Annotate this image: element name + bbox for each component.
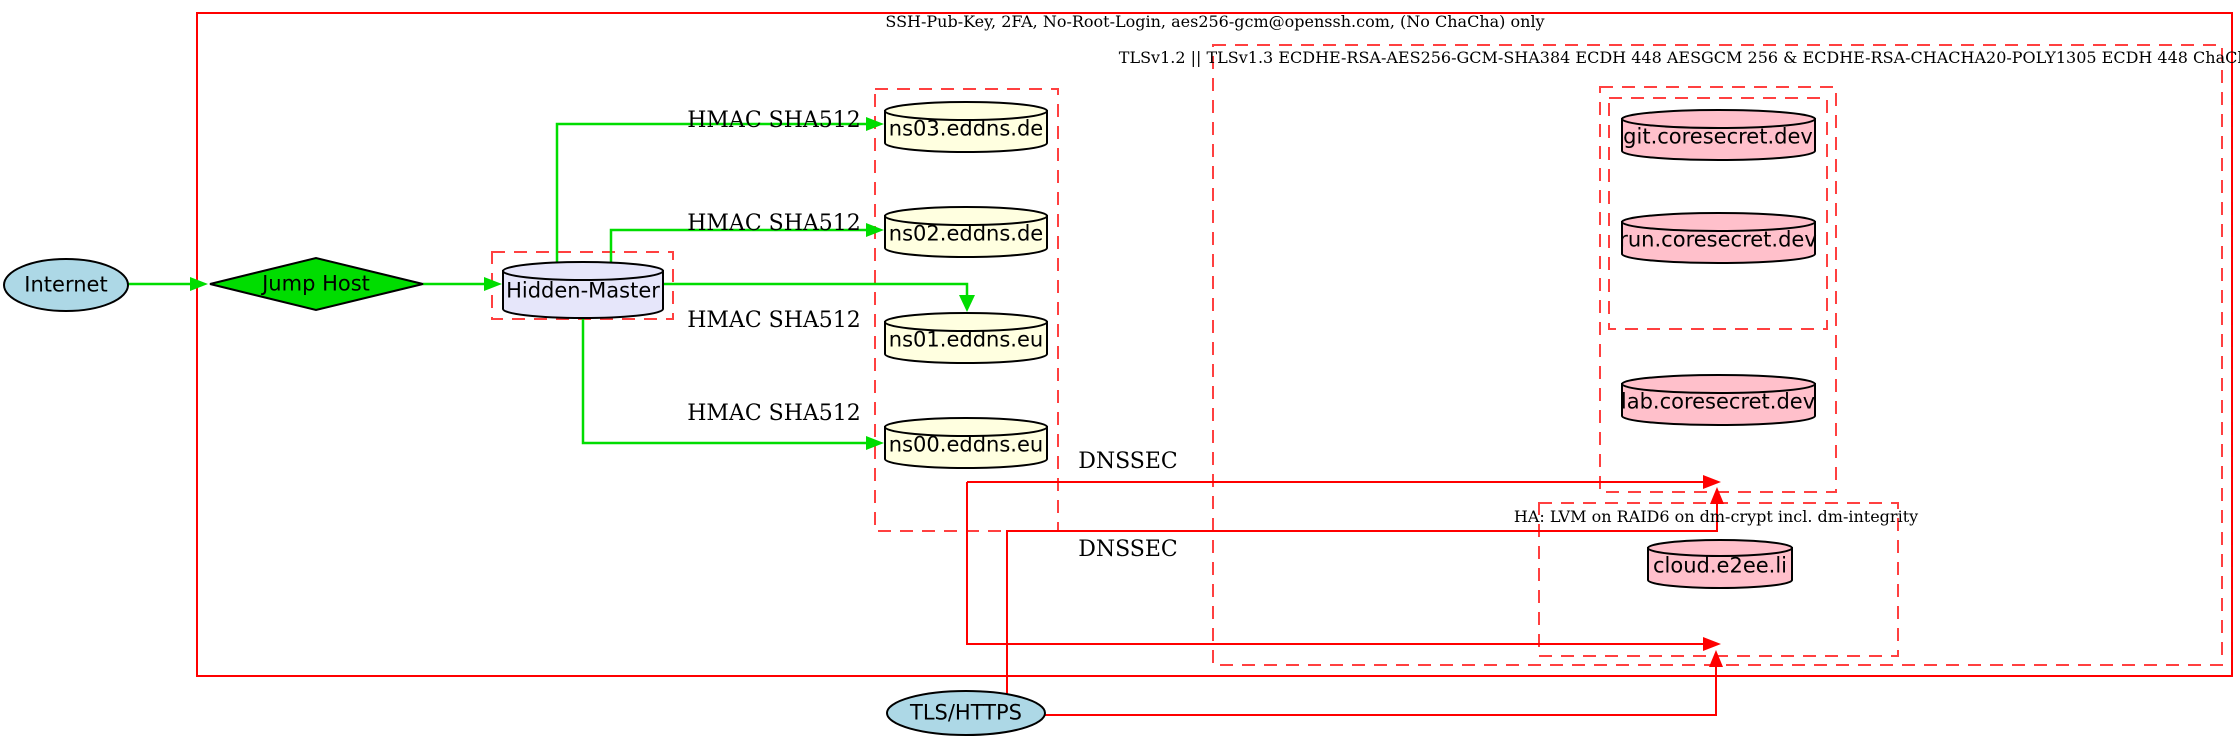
node-ns03-label: ns03.eddns.de <box>888 116 1044 141</box>
node-tls-https-label: TLS/HTTPS <box>909 700 1023 725</box>
arrowhead-hiddenmaster-ns01 <box>959 295 975 312</box>
node-ns02-top <box>884 206 1048 226</box>
edge-label-hmac-ns00: HMAC SHA512 <box>687 401 861 426</box>
cluster-tls-border <box>1212 44 2223 666</box>
arrowhead-internet-jumphost <box>190 277 208 291</box>
node-run-top <box>1621 212 1816 232</box>
arrowhead-tls-to-ha <box>1709 650 1723 667</box>
edge-tls-to-coresecret <box>1006 504 1718 694</box>
node-hidden-master-top <box>502 261 664 281</box>
node-cloud-top <box>1647 539 1793 557</box>
edge-label-hmac-ns02: HMAC SHA512 <box>687 211 861 236</box>
node-ns00-label: ns00.eddns.eu <box>888 432 1044 457</box>
node-ns01-top <box>884 312 1048 332</box>
edge-hiddenmaster-ns03 <box>555 122 866 262</box>
node-ns01-label: ns01.eddns.eu <box>888 327 1044 352</box>
arrowhead-tls-to-coresecret <box>1710 487 1724 504</box>
node-hidden-master <box>502 270 664 319</box>
edge-hiddenmaster-ns01 <box>663 282 969 295</box>
arrowhead-dnssec-upper <box>1703 475 1721 489</box>
node-git-top <box>1621 109 1816 129</box>
node-cloud-label: cloud.e2ee.li <box>1652 553 1788 578</box>
cluster-ssh-label: SSH-Pub-Key, 2FA, No-Root-Login, aes256-… <box>885 12 1545 31</box>
node-internet-label: Internet <box>24 272 108 297</box>
node-run-label: run.coresecret.dev <box>1619 227 1817 252</box>
node-lab-label: lab.coresecret.dev <box>1620 389 1816 414</box>
arrowhead-hiddenmaster-ns00 <box>866 436 884 450</box>
arrowhead-dnssec-lower <box>1703 637 1721 651</box>
node-ns00-top <box>884 417 1048 437</box>
node-git-label: git.coresecret.dev <box>1623 124 1813 149</box>
node-run <box>1621 221 1816 264</box>
cluster-ha-label: HA: LVM on RAID6 on dm-crypt incl. dm-in… <box>1513 507 1919 526</box>
cluster-coresecret-inner-border <box>1608 97 1828 330</box>
node-ns03-top <box>884 101 1048 121</box>
edge-hiddenmaster-ns02 <box>609 228 866 262</box>
node-ns01 <box>884 321 1048 364</box>
node-lab <box>1621 383 1816 426</box>
arrowhead-hiddenmaster-ns02 <box>866 223 884 237</box>
node-tls-https <box>886 690 1046 736</box>
edge-label-dnssec-lower: DNSSEC <box>1078 537 1178 562</box>
edge-dnssec-lower <box>966 482 1703 645</box>
node-ns03 <box>884 110 1048 153</box>
arrowhead-jumphost-hiddenmaster <box>484 277 502 291</box>
edge-label-dnssec-upper: DNSSEC <box>1078 449 1178 474</box>
node-cloud <box>1647 547 1793 589</box>
arrowhead-hiddenmaster-ns03 <box>866 117 884 131</box>
edge-label-hmac-ns03: HMAC SHA512 <box>687 108 861 133</box>
node-ns02 <box>884 215 1048 258</box>
cluster-ssh-border <box>196 12 2233 677</box>
node-ns00 <box>884 426 1048 469</box>
edge-tls-to-ha <box>1043 667 1717 716</box>
edge-hiddenmaster-ns00 <box>581 318 866 445</box>
edge-label-hmac-ns01: HMAC SHA512 <box>687 308 861 333</box>
cluster-tls-label: TLSv1.2 || TLSv1.3 ECDHE-RSA-AES256-GCM-… <box>1118 48 2240 67</box>
node-jump-host <box>209 256 424 312</box>
node-internet <box>3 258 129 312</box>
node-jump-host-label: Jump Host <box>262 271 370 296</box>
node-ns02-label: ns02.eddns.de <box>888 221 1044 246</box>
node-git <box>1621 118 1816 161</box>
node-lab-top <box>1621 374 1816 394</box>
node-hidden-master-label: Hidden-Master <box>506 278 660 303</box>
